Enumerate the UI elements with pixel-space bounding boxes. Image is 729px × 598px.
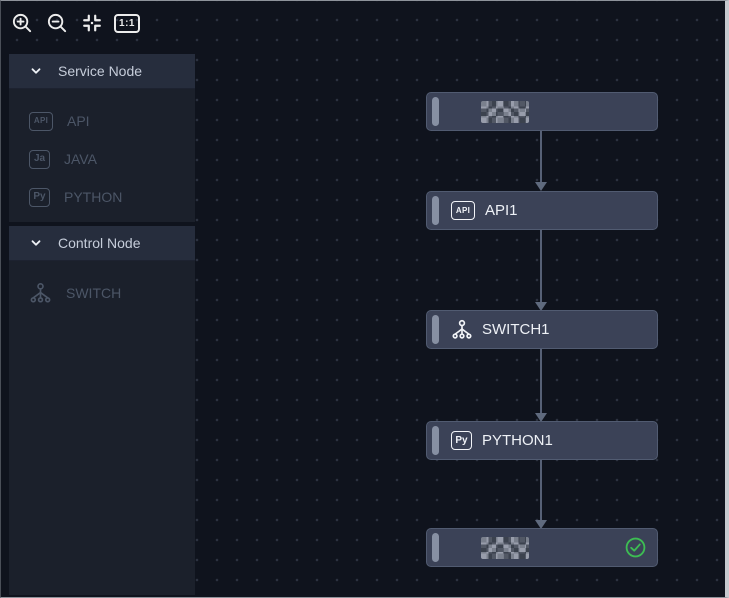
chevron-down-icon	[29, 236, 43, 250]
zoom-out-button[interactable]	[44, 10, 70, 36]
control-node-items: SWITCH	[9, 261, 195, 595]
flow-node-end[interactable]	[426, 528, 658, 567]
switch-icon	[29, 282, 52, 305]
edge-arrowhead	[535, 413, 547, 422]
node-handle-bar	[432, 196, 439, 225]
palette-item-label: API	[67, 113, 90, 129]
switch-icon	[451, 319, 473, 341]
control-node-section-header[interactable]: Control Node	[9, 226, 195, 261]
node-label: API1	[485, 202, 518, 219]
python-badge-icon: Py	[451, 431, 472, 450]
section-title: Service Node	[58, 63, 143, 79]
redacted-label	[481, 536, 529, 559]
flow-node-api1[interactable]: API API1	[426, 191, 658, 230]
palette-item-label: PYTHON	[64, 189, 123, 205]
flow-node-switch1[interactable]: SWITCH1	[426, 310, 658, 349]
canvas-toolbar: 1:1	[9, 10, 140, 36]
edge-switch1-to-python1	[540, 349, 542, 413]
edge-python1-to-end	[540, 460, 542, 520]
fit-view-icon	[81, 12, 103, 34]
service-node-section-header[interactable]: Service Node	[9, 54, 195, 89]
zoom-out-icon	[46, 12, 69, 35]
edge-start-to-api1	[540, 131, 542, 182]
check-circle-icon	[624, 536, 647, 559]
python-badge-icon: Py	[29, 187, 50, 207]
flow-node-start[interactable]	[426, 92, 658, 131]
palette-item-python[interactable]: Py PYTHON	[9, 178, 195, 216]
api-badge-icon: API	[451, 201, 475, 220]
edge-arrowhead	[535, 520, 547, 529]
zoom-in-icon	[11, 12, 34, 35]
actual-size-button[interactable]: 1:1	[114, 10, 140, 36]
node-handle-bar	[432, 315, 439, 344]
node-handle-bar	[432, 97, 439, 126]
redacted-label	[481, 100, 529, 123]
palette-item-java[interactable]: Ja JAVA	[9, 140, 195, 178]
edge-arrowhead	[535, 182, 547, 191]
one-to-one-icon: 1:1	[114, 13, 140, 33]
chevron-down-icon	[29, 64, 43, 78]
node-palette-sidebar: Service Node API API Ja JAVA Py PYTHON	[9, 54, 195, 595]
edge-api1-to-switch1	[540, 230, 542, 302]
palette-item-label: SWITCH	[66, 285, 122, 301]
section-title: Control Node	[58, 235, 141, 251]
node-handle-bar	[432, 533, 439, 562]
node-label: PYTHON1	[482, 432, 553, 449]
fit-view-button[interactable]	[79, 10, 105, 36]
service-node-section: Service Node API API Ja JAVA Py PYTHON	[9, 54, 195, 222]
control-node-section: Control Node	[9, 226, 195, 595]
edge-arrowhead	[535, 302, 547, 311]
node-label: SWITCH1	[482, 321, 550, 338]
service-node-items: API API Ja JAVA Py PYTHON	[9, 89, 195, 222]
zoom-in-button[interactable]	[9, 10, 35, 36]
palette-item-label: JAVA	[64, 151, 97, 167]
palette-item-switch[interactable]: SWITCH	[9, 274, 195, 312]
palette-item-api[interactable]: API API	[9, 102, 195, 140]
flow-node-python1[interactable]: Py PYTHON1	[426, 421, 658, 460]
java-badge-icon: Ja	[29, 149, 50, 169]
node-handle-bar	[432, 426, 439, 455]
api-badge-icon: API	[29, 111, 53, 131]
